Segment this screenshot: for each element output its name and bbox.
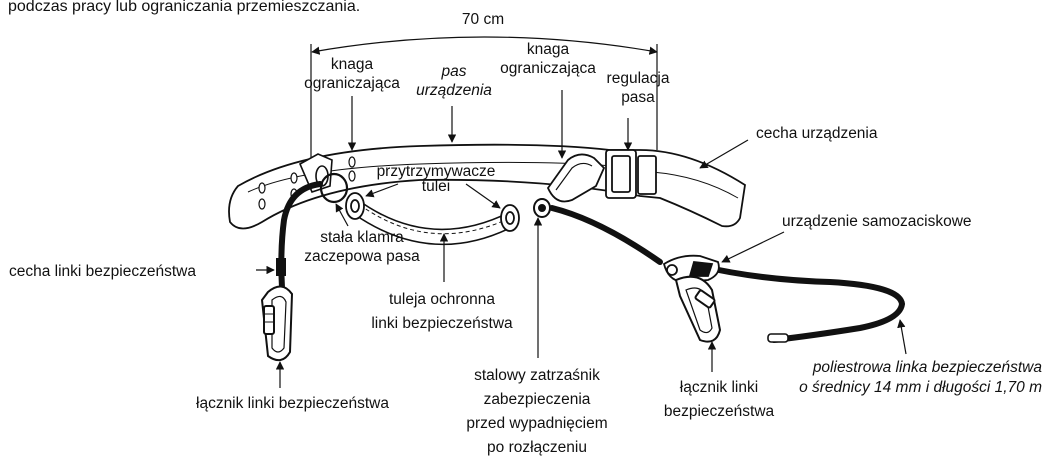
steel-snap bbox=[534, 199, 550, 217]
label-lanyard-connector-right-line1: łącznik linki bbox=[654, 376, 784, 400]
left-carabiner bbox=[262, 286, 292, 360]
label-steel-snap-line4: po rozłączeniu bbox=[452, 436, 622, 460]
label-sleeve-holders-line2: tulei bbox=[376, 179, 496, 194]
label-device-belt-line2: urządzenia bbox=[404, 81, 504, 100]
label-lanyard-connector-left: łącznik linki bezpieczeństwa bbox=[196, 394, 389, 413]
label-belt-adjustment-line1: regulacja bbox=[598, 69, 678, 88]
dimension-label: 70 cm bbox=[453, 10, 513, 29]
label-fixed-buckle: stała klamra zaczepowa pasa bbox=[292, 228, 432, 266]
right-carabiner bbox=[676, 277, 720, 342]
label-steel-snap: stalowy zatrzaśnik zabezpieczenia przed … bbox=[452, 364, 622, 460]
label-polyester-lanyard-line2: o średnicy 14 mm i długości 1,70 m bbox=[776, 378, 1042, 398]
label-steel-snap-line3: przed wypadnięciem bbox=[452, 412, 622, 436]
label-polyester-lanyard: poliestrowa linka bezpieczeństwa o średn… bbox=[776, 358, 1042, 398]
label-stop-cleat-right-line2: ograniczająca bbox=[488, 59, 608, 78]
label-fixed-buckle-line1: stała klamra bbox=[292, 228, 432, 247]
label-sleeve-holders-line1: przytrzymywacze bbox=[376, 164, 496, 179]
label-protective-sleeve-line1: tuleja ochronna bbox=[352, 288, 532, 312]
label-steel-snap-line1: stalowy zatrzaśnik bbox=[452, 364, 622, 388]
label-self-locking-device: urządzenie samozaciskowe bbox=[782, 212, 972, 231]
label-stop-cleat-left: knaga ograniczająca bbox=[292, 55, 412, 93]
label-lanyard-feature: cecha linki bezpieczeństwa bbox=[9, 262, 196, 281]
label-lanyard-connector-right-line2: bezpieczeństwa bbox=[654, 400, 784, 424]
lanyard-end bbox=[768, 334, 788, 342]
label-stop-cleat-left-line1: knaga bbox=[292, 55, 412, 74]
label-polyester-lanyard-line1: poliestrowa linka bezpieczeństwa bbox=[776, 358, 1042, 378]
label-steel-snap-line2: zabezpieczenia bbox=[452, 388, 622, 412]
header-text: podczas pracy lub ograniczania przemiesz… bbox=[8, 0, 360, 16]
label-protective-sleeve-line2: linki bezpieczeństwa bbox=[352, 312, 532, 336]
lanyard-feature-marker bbox=[276, 258, 286, 276]
label-device-feature: cecha urządzenia bbox=[756, 124, 878, 143]
label-lanyard-connector-right: łącznik linki bezpieczeństwa bbox=[654, 376, 784, 424]
adjustment-buckle bbox=[606, 150, 656, 198]
label-belt-adjustment: regulacja pasa bbox=[598, 69, 678, 107]
label-fixed-buckle-line2: zaczepowa pasa bbox=[292, 247, 432, 266]
label-protective-sleeve: tuleja ochronna linki bezpieczeństwa bbox=[352, 288, 532, 336]
label-stop-cleat-right-line1: knaga bbox=[488, 40, 608, 59]
label-stop-cleat-left-line2: ograniczająca bbox=[292, 74, 412, 93]
label-sleeve-holders: przytrzymywacze tulei bbox=[376, 164, 496, 194]
label-stop-cleat-right: knaga ograniczająca bbox=[488, 40, 608, 78]
label-belt-adjustment-line2: pasa bbox=[598, 88, 678, 107]
